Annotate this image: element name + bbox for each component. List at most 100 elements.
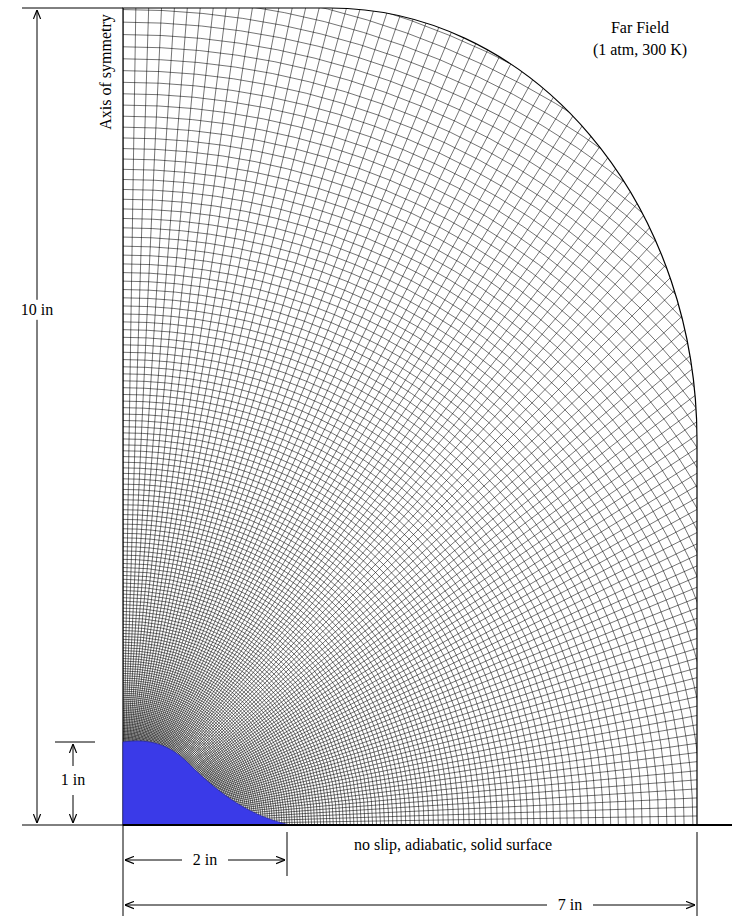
mesh-line — [123, 0, 732, 825]
mesh-line — [123, 533, 415, 825]
mesh-line — [123, 0, 732, 825]
mesh-line — [123, 345, 603, 825]
mesh-line — [129, 0, 463, 806]
mesh-line — [123, 0, 732, 825]
mesh-line — [123, 0, 732, 825]
mesh-line — [123, 330, 618, 825]
mesh-line — [123, 621, 327, 825]
mesh-line — [123, 590, 358, 825]
mesh-line — [123, 611, 337, 825]
mesh-line — [123, 138, 732, 825]
mesh-line — [123, 116, 732, 825]
mesh-line — [123, 0, 732, 825]
mesh-line — [123, 598, 350, 825]
mesh-line — [123, 624, 324, 825]
mesh-line — [123, 47, 732, 825]
mesh-line — [123, 648, 300, 825]
boundary-label: no slip, adiabatic, solid surface — [354, 836, 552, 854]
mesh-line — [123, 568, 380, 825]
mesh-line — [123, 322, 626, 825]
axis-label: Axis of symmetry — [97, 14, 115, 130]
dimension-label: 7 in — [555, 895, 585, 915]
mesh-line — [123, 360, 588, 825]
mesh-line — [123, 445, 503, 825]
mesh-line — [123, 0, 732, 825]
mesh-line — [123, 519, 429, 825]
mesh-line — [126, 0, 295, 805]
boundary-label: Far Field — [611, 19, 669, 37]
mesh-line — [123, 656, 292, 825]
mesh-line — [123, 636, 312, 825]
mesh-line — [123, 500, 448, 825]
mesh-line — [124, 0, 158, 805]
mesh-line — [124, 0, 175, 805]
mesh-line — [123, 451, 497, 825]
mesh-line — [123, 414, 534, 825]
mesh-line — [123, 618, 330, 825]
dimension-line — [37, 10, 38, 823]
mesh-line — [123, 22, 732, 825]
mesh-line — [123, 246, 702, 825]
mesh-line — [123, 575, 373, 825]
mesh-line — [123, 169, 732, 825]
mesh-line — [123, 547, 401, 825]
mesh-line — [123, 484, 464, 825]
mesh-line — [123, 218, 730, 825]
mesh-line — [123, 94, 732, 825]
mesh-line — [123, 290, 658, 825]
mesh-line — [123, 605, 343, 825]
mesh-line — [123, 401, 547, 825]
extension-line — [697, 832, 698, 916]
mesh-line — [123, 149, 732, 825]
mesh-line — [123, 639, 309, 825]
mesh-line — [123, 367, 581, 825]
mesh-line — [123, 627, 321, 825]
mesh-line — [123, 420, 528, 825]
mesh-line — [131, 0, 560, 807]
mesh-line — [123, 228, 720, 825]
mesh-line — [123, 381, 567, 825]
boundary-label: (1 atm, 300 K) — [593, 41, 687, 59]
dimension-label: 2 in — [190, 850, 220, 870]
mesh-grid — [123, 0, 732, 825]
mesh-line — [123, 352, 596, 825]
mesh-line — [123, 579, 369, 825]
mesh-line — [123, 0, 732, 825]
mesh-line — [123, 264, 684, 825]
mesh-line — [141, 388, 732, 817]
mesh-line — [123, 199, 732, 825]
mesh-line — [123, 209, 732, 825]
mesh-line — [123, 394, 554, 825]
mesh-line — [123, 538, 410, 825]
mesh-line — [123, 127, 732, 825]
mesh-line — [123, 298, 650, 825]
mesh-line — [123, 0, 732, 825]
mesh-line — [123, 273, 675, 825]
mesh-line — [123, 462, 486, 825]
mesh-line — [123, 489, 459, 825]
dimension-line — [73, 795, 74, 823]
mesh-line — [139, 137, 732, 812]
mesh-line — [123, 473, 475, 825]
mesh-line — [123, 571, 377, 825]
mesh-line — [123, 0, 732, 825]
mesh-line — [126, 0, 312, 805]
dimension-label: 10 in — [18, 300, 56, 320]
mesh-line — [123, 601, 347, 825]
mesh-line — [123, 642, 306, 825]
mesh-line — [130, 0, 496, 806]
mesh-line — [123, 608, 340, 825]
mesh-line — [123, 0, 732, 825]
extension-line — [123, 825, 124, 916]
mesh-line — [123, 659, 289, 825]
mesh-line — [123, 505, 443, 825]
dimension-line — [125, 860, 182, 861]
dimension-line — [125, 905, 547, 906]
mesh-line — [143, 653, 732, 822]
mesh-line — [123, 281, 667, 825]
mesh-line — [123, 10, 732, 825]
mesh-line — [123, 314, 634, 825]
mesh-line — [123, 374, 574, 825]
domain-outline — [123, 8, 697, 825]
mesh-line — [123, 189, 732, 825]
